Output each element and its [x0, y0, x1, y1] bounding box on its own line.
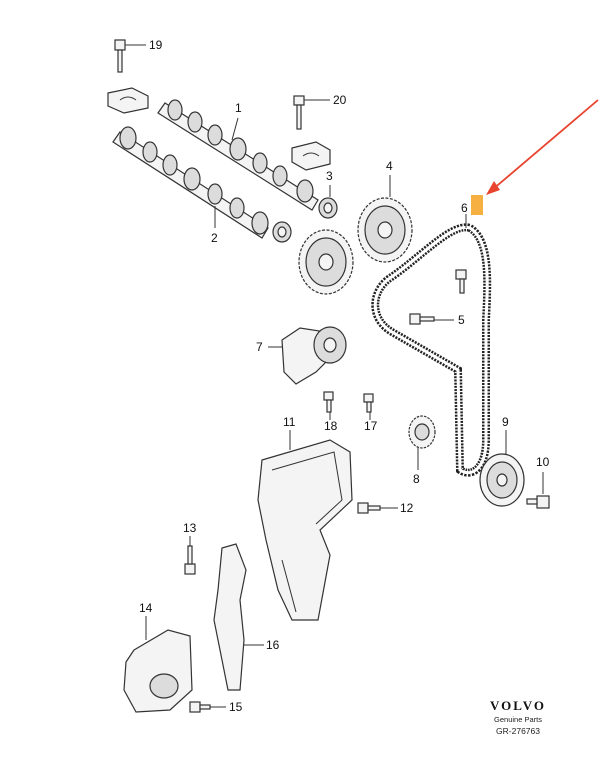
bolt-15 — [189, 701, 226, 713]
cam-pulley-lower — [298, 229, 354, 295]
red-pointer-arrow — [486, 99, 599, 195]
callout-8: 8 — [413, 472, 420, 486]
bearing-cap-left — [107, 87, 149, 114]
callout-19: 19 — [149, 38, 163, 52]
highlight-marker — [471, 195, 483, 215]
idler-pulley-9 — [479, 430, 525, 507]
callout-9: 9 — [502, 415, 509, 429]
callout-15: 15 — [229, 700, 243, 714]
bolt-18 — [323, 391, 334, 420]
seal-3-upper — [318, 185, 338, 219]
crank-gear-8 — [408, 415, 436, 470]
callout-13: 13 — [183, 521, 197, 535]
bolt-5 — [409, 313, 454, 325]
callout-2: 2 — [211, 231, 218, 245]
callout-12: 12 — [400, 501, 414, 515]
callout-14: 14 — [139, 601, 153, 615]
camshaft-1 — [157, 99, 319, 211]
brand-logo-text: VOLVO — [490, 698, 546, 713]
callout-20: 20 — [333, 93, 347, 107]
callout-16: 16 — [266, 638, 280, 652]
callout-11: 11 — [283, 415, 296, 429]
bolt-13 — [184, 536, 196, 575]
bolt-12 — [357, 502, 398, 514]
cam-pulley-upper — [357, 175, 413, 263]
bearing-cap-right — [291, 141, 331, 171]
bolt-10 — [526, 472, 550, 509]
callout-10: 10 — [536, 455, 550, 469]
seal-3-lower — [272, 221, 292, 243]
callout-3: 3 — [326, 169, 333, 183]
callout-18: 18 — [324, 419, 338, 433]
brand-block: VOLVO Genuine Parts GR-276763 — [490, 698, 546, 736]
diagram-code: GR-276763 — [496, 726, 540, 736]
bolt-20 — [293, 95, 330, 130]
brand-subtitle: Genuine Parts — [494, 715, 542, 724]
tensioner-7 — [268, 326, 347, 385]
callout-7: 7 — [256, 340, 263, 354]
bracket-16 — [213, 543, 264, 691]
lower-cover-14 — [123, 616, 193, 713]
callout-4: 4 — [386, 159, 393, 173]
callout-6: 6 — [461, 201, 468, 215]
bolt-19 — [114, 39, 146, 73]
callout-1: 1 — [235, 101, 242, 115]
timing-belt — [371, 214, 492, 477]
camshaft-2 — [112, 126, 269, 239]
bolt-17 — [363, 393, 374, 420]
callout-5: 5 — [458, 313, 465, 327]
callout-17: 17 — [364, 419, 378, 433]
upper-cover-11 — [257, 430, 353, 621]
bolt-5-upper — [455, 269, 467, 294]
